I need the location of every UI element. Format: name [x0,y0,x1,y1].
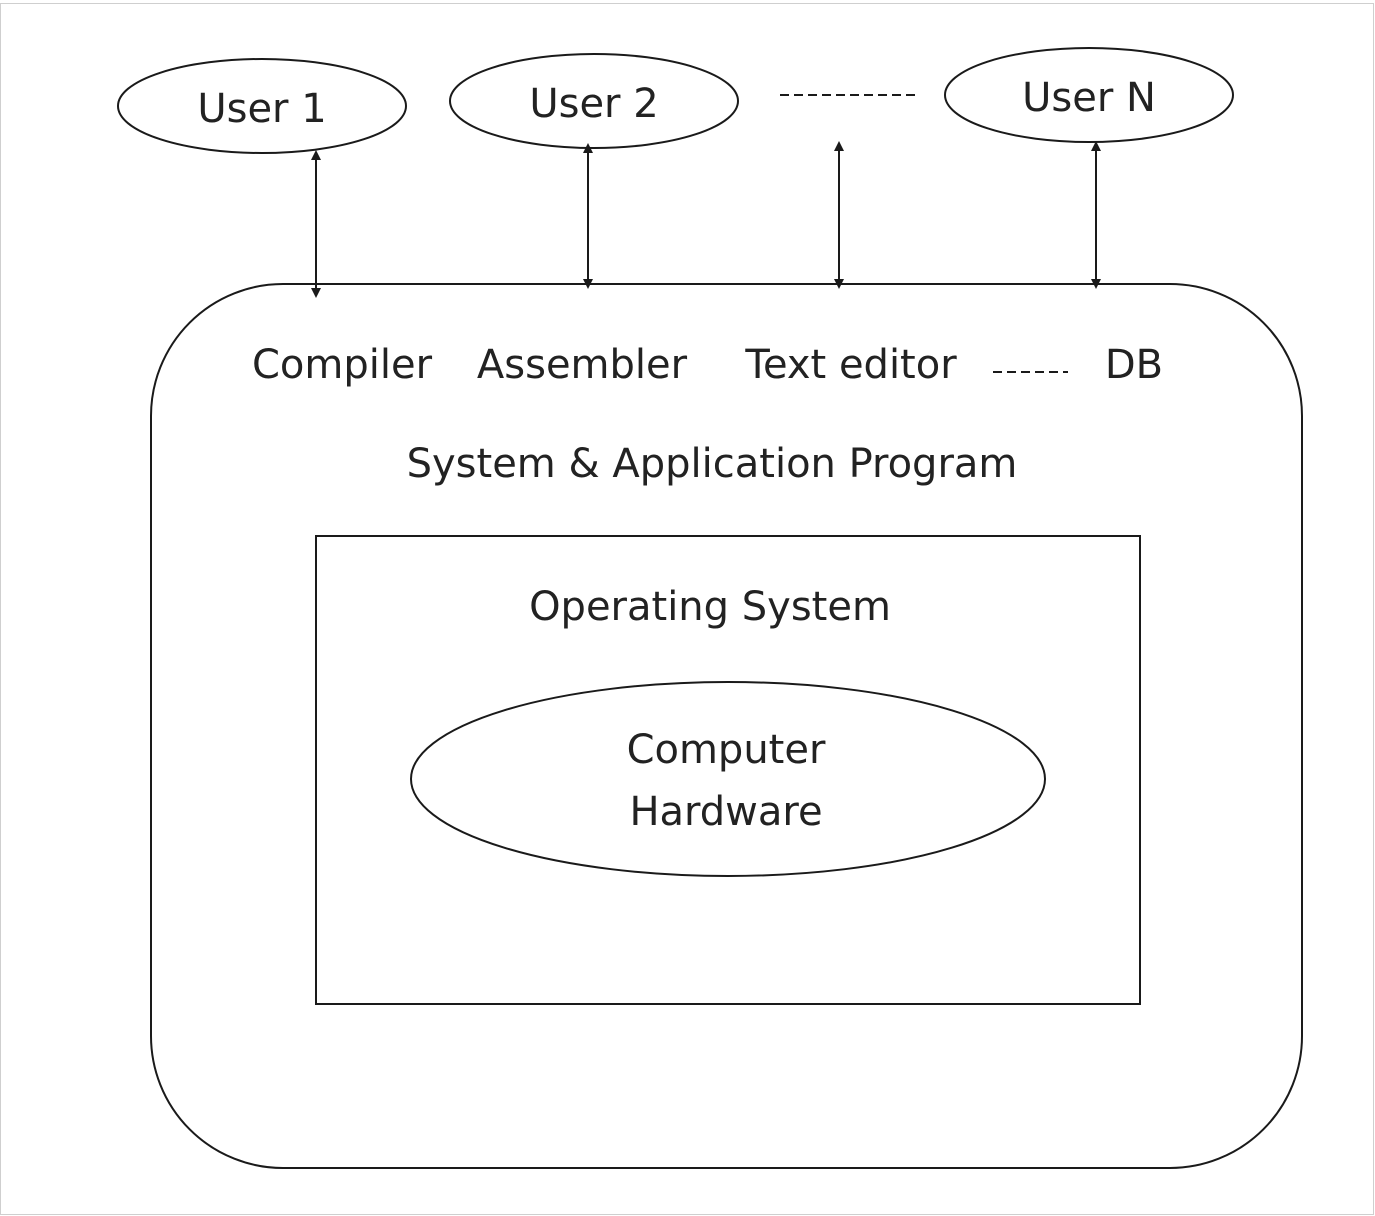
user-1-label: User 1 [197,86,326,132]
program-assembler: Assembler [477,342,688,388]
user-1-ellipse [117,58,407,154]
program-db: DB [1105,342,1163,388]
user-n-label: User N [1022,75,1156,121]
program-compiler: Compiler [252,342,433,388]
hardware-ellipse [410,681,1046,877]
frame-border [0,3,1374,1215]
system-application-title: System & Application Program [407,441,1018,487]
operating-system-layer [315,535,1141,1005]
operating-system-title: Operating System [529,584,891,630]
user-2-ellipse [449,53,739,149]
hardware-label-line2: Hardware [629,789,822,835]
program-text-editor: Text editor [744,342,957,388]
user-n-ellipse [944,47,1234,143]
hardware-label-line1: Computer [627,727,826,773]
system-application-layer [150,283,1303,1169]
user-2-label: User 2 [529,81,658,127]
